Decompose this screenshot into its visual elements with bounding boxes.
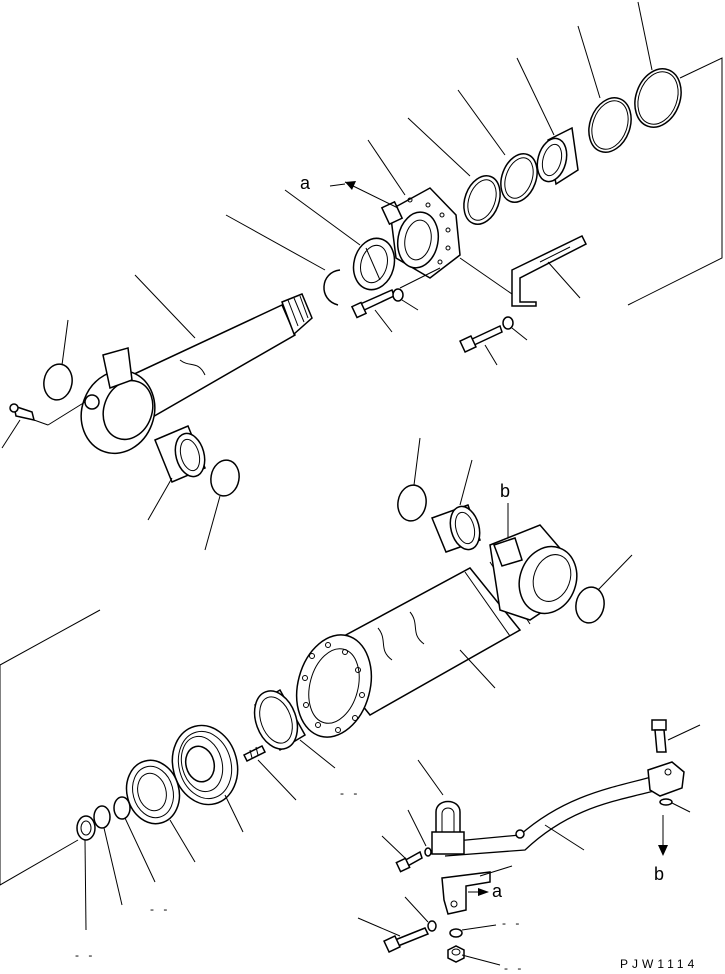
rod-packing (463, 175, 501, 225)
leader-line (401, 299, 419, 311)
leader-line (671, 802, 691, 813)
callout-b-bottom: b (654, 864, 664, 884)
washer (392, 288, 404, 302)
leader-line (459, 459, 473, 506)
leader-line (299, 739, 336, 769)
leader-line (147, 477, 173, 521)
leader-line (407, 809, 427, 847)
piston (171, 724, 239, 806)
rod-assembly: a (1, 1, 723, 551)
dash-3: - - (75, 948, 95, 962)
dash-4: - - (502, 916, 522, 930)
dash-5: - - (504, 961, 524, 974)
leader-line (169, 819, 196, 863)
group-bracket-line (0, 609, 101, 886)
clamp-bolt (395, 850, 423, 873)
washer (502, 316, 514, 330)
leader-line (257, 759, 297, 801)
flange-bolt (651, 719, 667, 753)
leader-line (516, 57, 555, 136)
rod-end-bushing (154, 425, 206, 483)
figure-code: PJW1114 (620, 957, 698, 971)
hydraulic-pipe (444, 761, 685, 857)
leader-line (224, 794, 244, 833)
group-bracket-line (627, 57, 723, 306)
leader-line (597, 554, 633, 591)
leader-line (459, 649, 496, 689)
snap-ring (323, 269, 341, 306)
leader-line (577, 25, 601, 99)
leader-line (413, 437, 421, 486)
callout-a-bottom: a (492, 881, 503, 901)
pipe-support-plate (441, 871, 491, 915)
washer (424, 847, 432, 857)
leader-line (381, 835, 406, 859)
leader-line (367, 139, 406, 196)
head-bolt (350, 288, 395, 319)
o-ring (210, 459, 240, 497)
wear-ring (253, 688, 307, 752)
leader-line (134, 274, 196, 339)
leader-line (407, 117, 471, 177)
callout-a-top: a (300, 173, 311, 193)
leader-line (479, 865, 513, 877)
backup-ring-small (113, 796, 131, 820)
spherical-bushing (352, 237, 396, 291)
washer (427, 920, 437, 932)
leader-line (103, 827, 123, 906)
leader-line (511, 327, 528, 341)
backup-ring (588, 97, 632, 153)
dust-seal (500, 153, 538, 203)
leader-line (84, 839, 87, 931)
washer (449, 928, 463, 938)
bushing (536, 126, 579, 186)
grease-fitting (9, 401, 86, 426)
callout-b-top: b (500, 481, 510, 501)
leader-line (461, 924, 497, 931)
o-ring-large (634, 68, 682, 128)
arrow-head (345, 181, 356, 190)
o-ring-flange (659, 798, 673, 806)
leader-line (637, 1, 653, 71)
leader-line (284, 189, 361, 246)
leader-line (204, 495, 221, 551)
nut-ring (76, 815, 96, 841)
u-clamp (431, 800, 465, 855)
dash-2: - - (150, 902, 170, 916)
cylinder-tube (295, 524, 578, 738)
leader-line (225, 214, 326, 271)
leader-line (459, 257, 513, 295)
leader-line (547, 261, 581, 299)
leader-line (667, 724, 701, 741)
leader-line (399, 267, 441, 289)
dash-1: - - (340, 786, 360, 800)
leader-line (417, 759, 444, 796)
hose-bracket (511, 235, 588, 307)
leader-line (357, 917, 401, 937)
cylinder-head (380, 187, 461, 279)
leader-line (544, 824, 585, 851)
leader-line (374, 309, 393, 333)
o-ring (43, 363, 73, 401)
o-ring-small (93, 805, 111, 829)
bracket-bolt (459, 324, 503, 353)
piston-rod (80, 293, 313, 455)
leader-line (461, 954, 501, 966)
callout-a-leader (344, 181, 399, 209)
o-ring (397, 484, 427, 522)
set-screw (242, 744, 267, 763)
leader-line (484, 344, 498, 366)
piston-ring (125, 759, 181, 825)
leader-line (1, 419, 21, 449)
leader-line (404, 896, 429, 923)
leader-line (61, 319, 69, 366)
tube-end-bushing (431, 504, 481, 553)
leader-line (124, 817, 156, 883)
leader-line (457, 89, 506, 156)
o-ring (575, 586, 605, 624)
support-bolt (383, 927, 430, 953)
nut (447, 945, 465, 963)
tube-assembly: b (0, 437, 701, 974)
